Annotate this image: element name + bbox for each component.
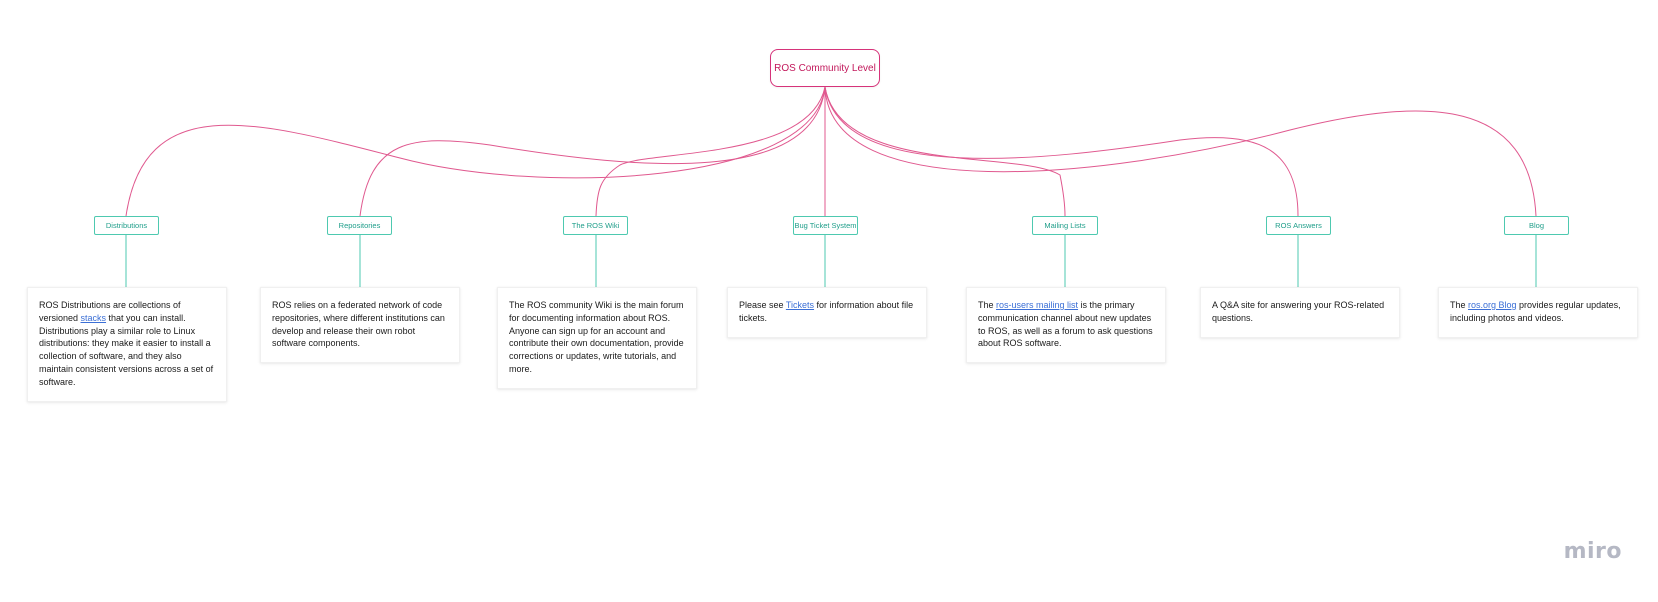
note-text: provides regular updates, including phot…	[1450, 300, 1621, 323]
note-text: is the primary communication channel abo…	[978, 300, 1153, 349]
topic-label: The ROS Wiki	[571, 221, 620, 230]
root-node-label: ROS Community Level	[774, 62, 876, 74]
note-card-ros-answers[interactable]: A Q&A site for answering your ROS-relate…	[1200, 287, 1400, 338]
note-text: A Q&A site for answering your ROS-relate…	[1212, 300, 1385, 323]
root-node[interactable]: ROS Community Level	[770, 49, 880, 87]
connector-repositories	[359, 86, 826, 217]
connector-blog	[824, 86, 1537, 217]
topic-node-the-ros-wiki[interactable]: The ROS Wiki	[563, 216, 628, 235]
note-link[interactable]: Tickets	[785, 300, 815, 310]
connector-mailing-lists	[824, 86, 1066, 217]
topic-node-distributions[interactable]: Distributions	[94, 216, 159, 235]
topic-label: ROS Answers	[1275, 221, 1322, 230]
note-text: ROS relies on a federated network of cod…	[272, 300, 445, 349]
note-text: Please see	[739, 300, 786, 310]
topic-label: Distributions	[105, 221, 148, 230]
miro-logo: miro	[1563, 539, 1622, 564]
topic-label: Blog	[1528, 221, 1544, 230]
note-link[interactable]: ros.org Blog	[1468, 300, 1517, 310]
topic-label: Mailing Lists	[1044, 221, 1086, 230]
connector-distributions	[125, 86, 826, 217]
topic-label: Bug Ticket System	[794, 221, 857, 230]
topic-node-repositories[interactable]: Repositories	[327, 216, 392, 235]
topic-node-ros-answers[interactable]: ROS Answers	[1266, 216, 1331, 235]
note-link[interactable]: ros-users mailing list	[996, 300, 1079, 310]
note-card-distributions[interactable]: ROS Distributions are collections of ver…	[27, 287, 227, 402]
note-link[interactable]: stacks	[80, 312, 107, 323]
topic-label: Repositories	[338, 221, 381, 230]
note-text: that you can install. Distributions play…	[39, 312, 214, 387]
note-card-blog[interactable]: The ros.org Blog provides regular update…	[1438, 287, 1638, 338]
topic-node-mailing-lists[interactable]: Mailing Lists	[1032, 216, 1098, 235]
connector-the-ros-wiki	[595, 86, 826, 217]
note-card-the-ros-wiki[interactable]: The ROS community Wiki is the main forum…	[497, 287, 697, 389]
note-text: for information about file tickets.	[739, 300, 914, 323]
note-text: The	[1450, 300, 1469, 310]
note-text: The	[978, 300, 997, 310]
note-text: The ROS community Wiki is the main forum…	[509, 300, 684, 374]
note-text: ROS Distributions are collections of ver…	[39, 300, 181, 323]
topic-node-blog[interactable]: Blog	[1504, 216, 1569, 235]
note-card-bug-ticket-system[interactable]: Please see Tickets for information about…	[727, 287, 927, 338]
connector-ros-answers	[824, 86, 1299, 217]
topic-node-bug-ticket-system[interactable]: Bug Ticket System	[793, 216, 858, 235]
note-card-repositories[interactable]: ROS relies on a federated network of cod…	[260, 287, 460, 364]
note-card-mailing-lists[interactable]: The ros-users mailing list is the primar…	[966, 287, 1166, 364]
